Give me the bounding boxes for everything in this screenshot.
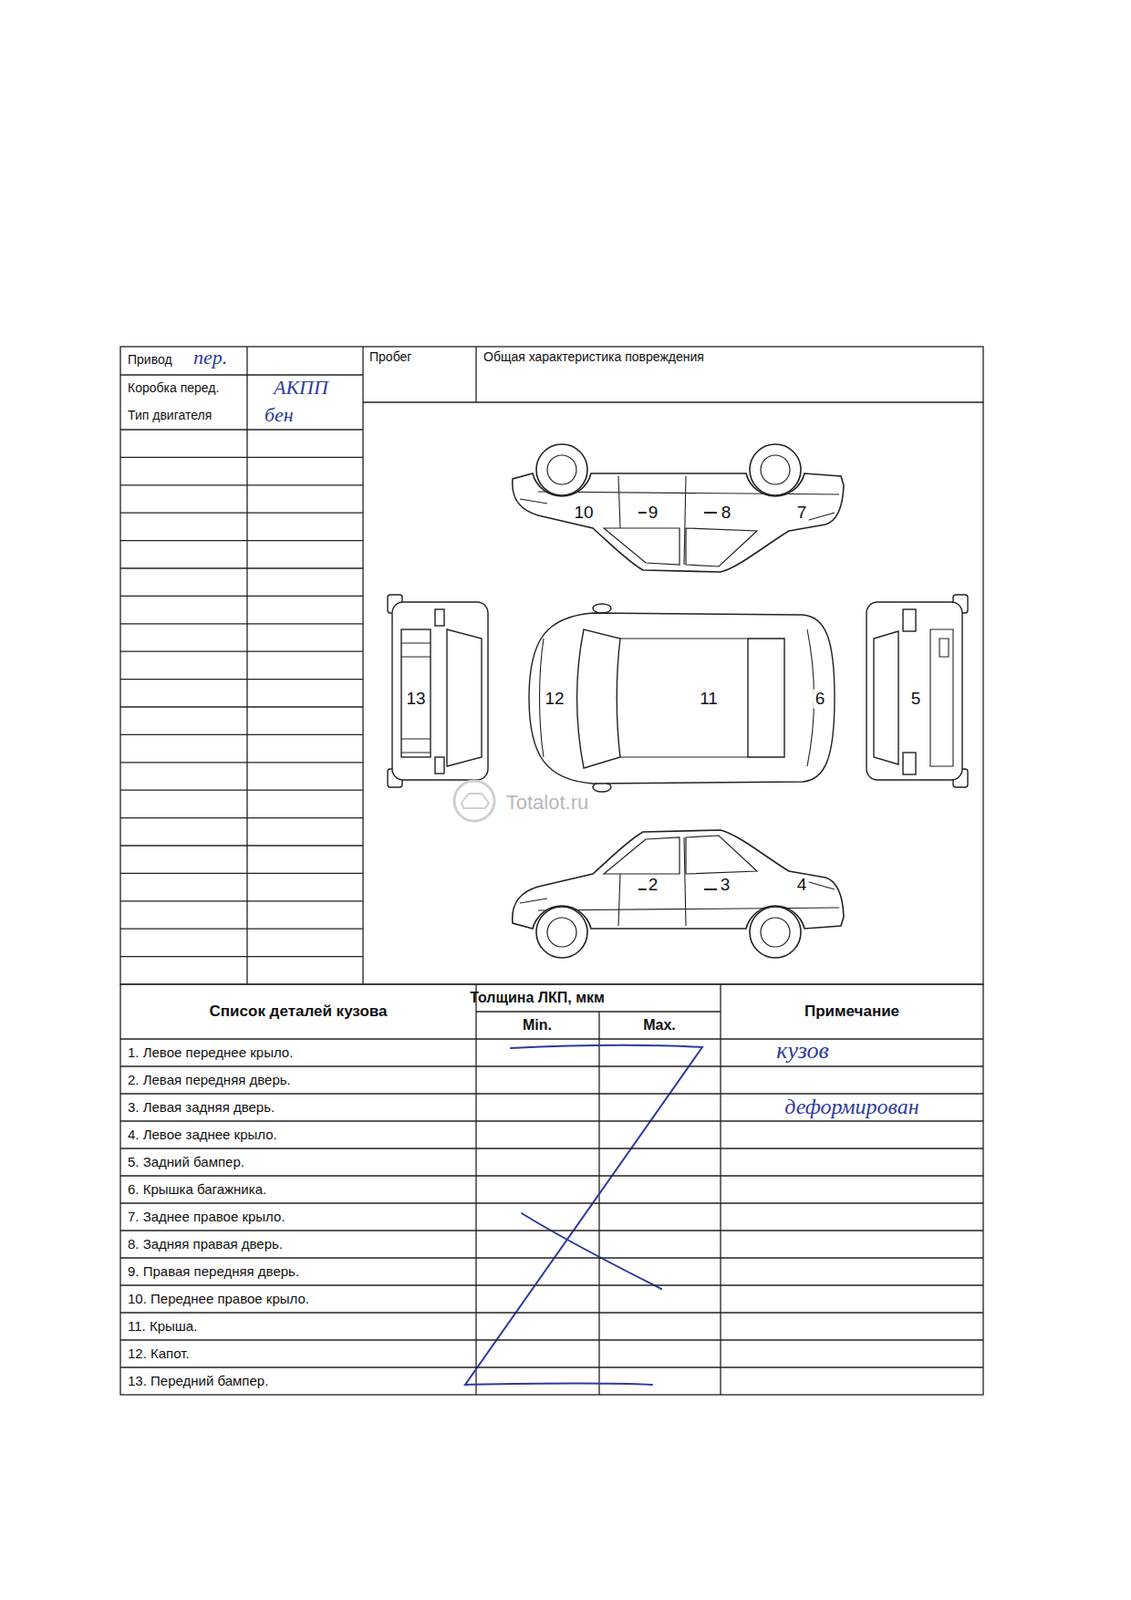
table-rule	[120, 1366, 984, 1368]
table-rule	[120, 900, 364, 902]
table-rule	[120, 651, 364, 653]
table-rule	[120, 1147, 984, 1149]
table-header: Список деталей кузова	[209, 1003, 388, 1021]
table-rule	[120, 622, 364, 624]
callout-number: 12	[542, 689, 566, 709]
table-rule	[120, 844, 364, 846]
table-rule	[120, 428, 364, 430]
table-cell: 4. Левое заднее крыло.	[127, 1127, 278, 1143]
callout-number: 7	[795, 503, 810, 523]
callout-number: 11	[697, 689, 720, 709]
table-rule	[120, 484, 364, 486]
table-cell: 11. Крыша.	[127, 1318, 198, 1335]
table-rule	[120, 955, 364, 957]
table-rule	[120, 595, 364, 597]
field-label: Пробег	[369, 350, 412, 364]
callout-number: 8	[719, 503, 734, 523]
table-cell: 7. Заднее правое крыло.	[127, 1209, 286, 1225]
table-cell: 10. Переднее правое крыло.	[127, 1291, 310, 1308]
table-rule	[120, 1120, 984, 1121]
field-label: Общая характеристика повреждения	[483, 350, 705, 364]
table-rule	[120, 1256, 984, 1258]
handwritten-note: деформирован	[784, 1094, 920, 1119]
table-rule	[120, 789, 364, 791]
table-cell: 3. Левая задняя дверь.	[127, 1099, 275, 1116]
handwritten-value: АКПП	[273, 376, 329, 399]
table-rule	[120, 817, 364, 819]
field-label: Привод	[127, 352, 173, 367]
table-rule	[120, 456, 364, 458]
table-cell: 5. Задний бампер.	[127, 1154, 245, 1171]
handwritten-note: кузов	[776, 1037, 829, 1065]
table-header: Min.	[522, 1016, 552, 1034]
table-rule	[120, 734, 364, 736]
field-label: Тип двигателя	[127, 408, 212, 423]
callout-number: 5	[909, 689, 924, 709]
table-header: Max.	[643, 1016, 676, 1034]
table-rule	[120, 1174, 984, 1176]
table-cell: 2. Левая передняя дверь.	[127, 1072, 291, 1089]
table-rule	[120, 1065, 984, 1067]
table-cell: 8. Задняя правая дверь.	[127, 1236, 283, 1253]
table-header: Примечание	[804, 1003, 900, 1021]
table-cell: 13. Передний бампер.	[127, 1373, 269, 1390]
table-rule	[120, 872, 364, 874]
table-rule	[120, 1092, 984, 1094]
table-rule	[120, 1229, 984, 1231]
callout-number: 6	[813, 689, 828, 709]
table-header: Толщина ЛКП, мкм	[469, 989, 605, 1007]
table-rule	[120, 512, 364, 514]
table-rule	[120, 678, 364, 680]
table-rule	[120, 1338, 984, 1340]
table-rule	[120, 1202, 984, 1204]
table-rule	[120, 928, 364, 930]
table-rule	[120, 539, 364, 541]
table-rule	[120, 1284, 984, 1286]
callout-number: 4	[795, 875, 810, 895]
callout-number: 13	[404, 689, 427, 709]
callout-number: 10	[571, 503, 595, 523]
handwritten-value: пер.	[193, 346, 228, 369]
table-rule	[120, 761, 364, 763]
table-rule	[120, 705, 364, 707]
table-cell: 6. Крышка багажника.	[127, 1182, 267, 1198]
table-cell: 9. Правая передняя дверь.	[127, 1264, 300, 1280]
callout-number: 9	[646, 503, 661, 523]
table-rule	[120, 567, 364, 569]
watermark: Totalot.ru	[506, 791, 590, 814]
callout-number: 3	[718, 875, 733, 895]
handwritten-value: бен	[264, 404, 294, 426]
field-label: Коробка перед.	[127, 381, 219, 395]
table-rule	[120, 1311, 984, 1313]
callout-number: 2	[646, 875, 661, 895]
table-cell: 1. Левое переднее крыло.	[127, 1045, 293, 1061]
table-cell: 12. Капот.	[127, 1346, 190, 1362]
